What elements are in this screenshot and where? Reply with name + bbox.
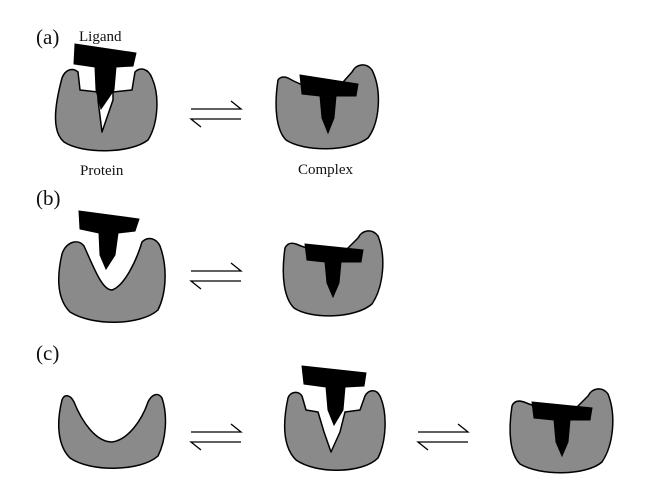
protein-caption: Protein xyxy=(80,163,124,179)
panel-label-a: (a) xyxy=(36,25,59,49)
equilibrium-arrows-a xyxy=(189,100,243,128)
complex-ligand-c xyxy=(531,401,593,458)
protein-b xyxy=(57,237,166,323)
equilibrium-arrows-c1 xyxy=(189,423,243,451)
equilibrium-arrows-c2 xyxy=(416,423,470,451)
panel-label-b: (b) xyxy=(36,186,61,210)
equilibrium-arrows-b xyxy=(189,262,243,290)
protein-a xyxy=(54,68,158,152)
ligand-a xyxy=(73,43,137,111)
complex-ligand-a xyxy=(299,74,359,135)
complex-ligand-b xyxy=(304,243,364,299)
complex-caption: Complex xyxy=(298,162,353,178)
protein-c-selected xyxy=(283,390,386,471)
panel-label-c: (c) xyxy=(36,341,59,365)
ligand-b xyxy=(78,210,140,271)
ligand-caption: Ligand xyxy=(79,29,122,45)
protein-c-open xyxy=(57,393,167,469)
ligand-c xyxy=(301,365,367,427)
